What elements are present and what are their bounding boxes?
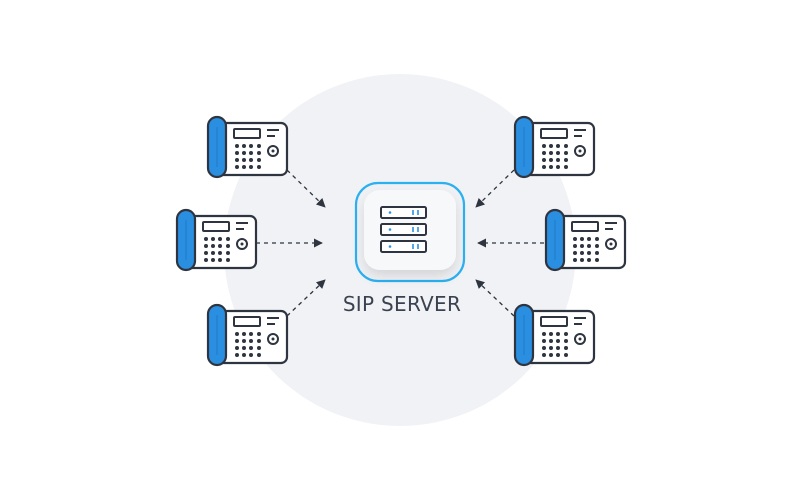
desk-phone-icon	[513, 115, 596, 179]
phone-right-middle[interactable]	[544, 208, 627, 272]
phone-right-top[interactable]	[513, 115, 596, 179]
phone-right-bottom[interactable]	[513, 303, 596, 367]
connection-lines	[256, 169, 544, 317]
phone-left-middle[interactable]	[175, 208, 258, 272]
connection-left-top	[286, 169, 326, 208]
phone-left-bottom[interactable]	[206, 303, 289, 367]
desk-phone-icon	[513, 303, 596, 367]
connection-left-bottom	[286, 279, 326, 317]
server-frame	[354, 181, 466, 283]
connection-right-bottom	[475, 279, 515, 317]
sip-server-node[interactable]: SIP SERVER	[343, 181, 466, 316]
connection-right-top	[475, 169, 515, 208]
desk-phone-icon	[206, 303, 289, 367]
server-label: SIP SERVER	[343, 292, 461, 316]
server-rack-icon	[380, 206, 427, 253]
desk-phone-icon	[175, 208, 258, 272]
desk-phone-icon	[206, 115, 289, 179]
phone-left-top[interactable]	[206, 115, 289, 179]
desk-phone-icon	[544, 208, 627, 272]
